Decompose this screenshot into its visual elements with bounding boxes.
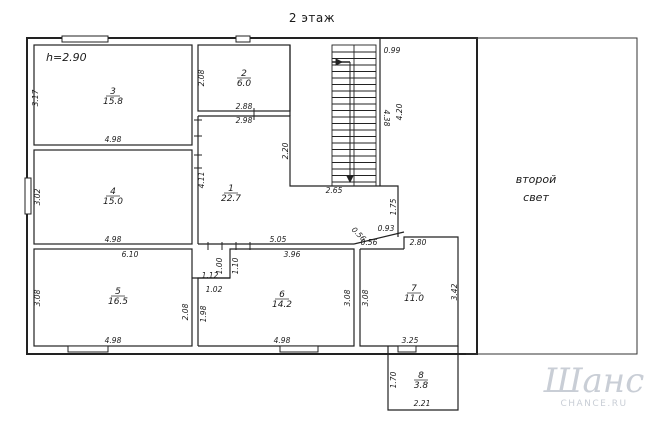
dimension: 3.08	[343, 289, 352, 306]
dimension: 1.02	[206, 285, 223, 294]
room-area: 6.0	[237, 79, 252, 89]
dimension: 0.56	[361, 238, 378, 247]
dimension: 2.88	[236, 102, 253, 111]
dimension: 4.98	[274, 336, 291, 345]
room-number: 4	[110, 187, 116, 197]
dimension: 2.21	[414, 399, 431, 408]
dimension: 1.10	[231, 257, 240, 274]
windows	[24, 35, 417, 353]
dimension: 2.08	[197, 69, 206, 86]
dimension: 3.96	[284, 250, 301, 259]
watermark-logo: Шанс	[543, 361, 645, 401]
dimension: 4.98	[105, 235, 122, 244]
second-light-label: второй	[516, 173, 556, 186]
staircase	[331, 44, 377, 187]
dimension: 0.93	[378, 224, 395, 233]
dimension: 3.17	[31, 89, 40, 106]
exterior-walls	[26, 37, 478, 355]
interior-walls	[33, 38, 459, 411]
dimension: 2.08	[181, 303, 190, 320]
dimension: 5.05	[270, 235, 287, 244]
room-number: 3	[110, 87, 116, 97]
second-light-outline	[380, 37, 638, 355]
room-number: 8	[418, 371, 424, 381]
dimension: 6.10	[122, 250, 139, 259]
room-number: 7	[411, 284, 417, 294]
dimension: 1.00	[215, 257, 224, 274]
dimension: 3.08	[361, 289, 370, 306]
room-number: 5	[115, 287, 121, 297]
dimension: 3.02	[33, 188, 42, 205]
room-area: 15.0	[103, 197, 123, 207]
dimension: 2.65	[326, 186, 343, 195]
dimension: 2.98	[236, 116, 253, 125]
second-light-label: свет	[523, 191, 549, 204]
room-number: 6	[279, 290, 285, 300]
watermark-site: CHANCE.RU	[560, 399, 627, 409]
room-area: 15.8	[103, 97, 123, 107]
room-area: 16.5	[108, 297, 128, 307]
ceiling-height-label: h=2.90	[46, 51, 87, 64]
room-area: 3.8	[414, 381, 429, 391]
dimension: 4.11	[197, 172, 206, 189]
room-area: 22.7	[221, 194, 241, 204]
dimension: 1.75	[389, 198, 398, 215]
dimension: 1.12	[202, 271, 219, 280]
room-labels: 3 15.8 2 6.0 4 15.0 1 22.7 5 16.5 6 14.2…	[103, 69, 428, 391]
dimension: 3.08	[33, 289, 42, 306]
room-number: 1	[228, 184, 234, 194]
dimension: 2.20	[281, 142, 290, 159]
doors	[194, 108, 255, 250]
dimension: 2.80	[410, 238, 427, 247]
dimension: 1.98	[199, 305, 208, 322]
dimension: 3.42	[450, 283, 459, 300]
room-number: 2	[241, 69, 247, 79]
dimension: 4.38	[382, 110, 391, 127]
dimension: 0.99	[384, 46, 401, 55]
room-area: 11.0	[404, 294, 424, 304]
dimension-labels: 3.17 4.98 2.08 2.88 2.98 0.99 4.38 4.20 …	[31, 46, 459, 408]
dimension: 4.20	[395, 103, 404, 120]
dimension: 4.98	[105, 135, 122, 144]
dimension: 4.98	[105, 336, 122, 345]
dimension: 1.70	[389, 371, 398, 388]
plan-title: 2 этаж	[289, 11, 335, 25]
watermark: Шанс CHANCE.RU	[543, 361, 645, 409]
dimension: 3.25	[402, 336, 419, 345]
room-area: 14.2	[272, 300, 292, 310]
